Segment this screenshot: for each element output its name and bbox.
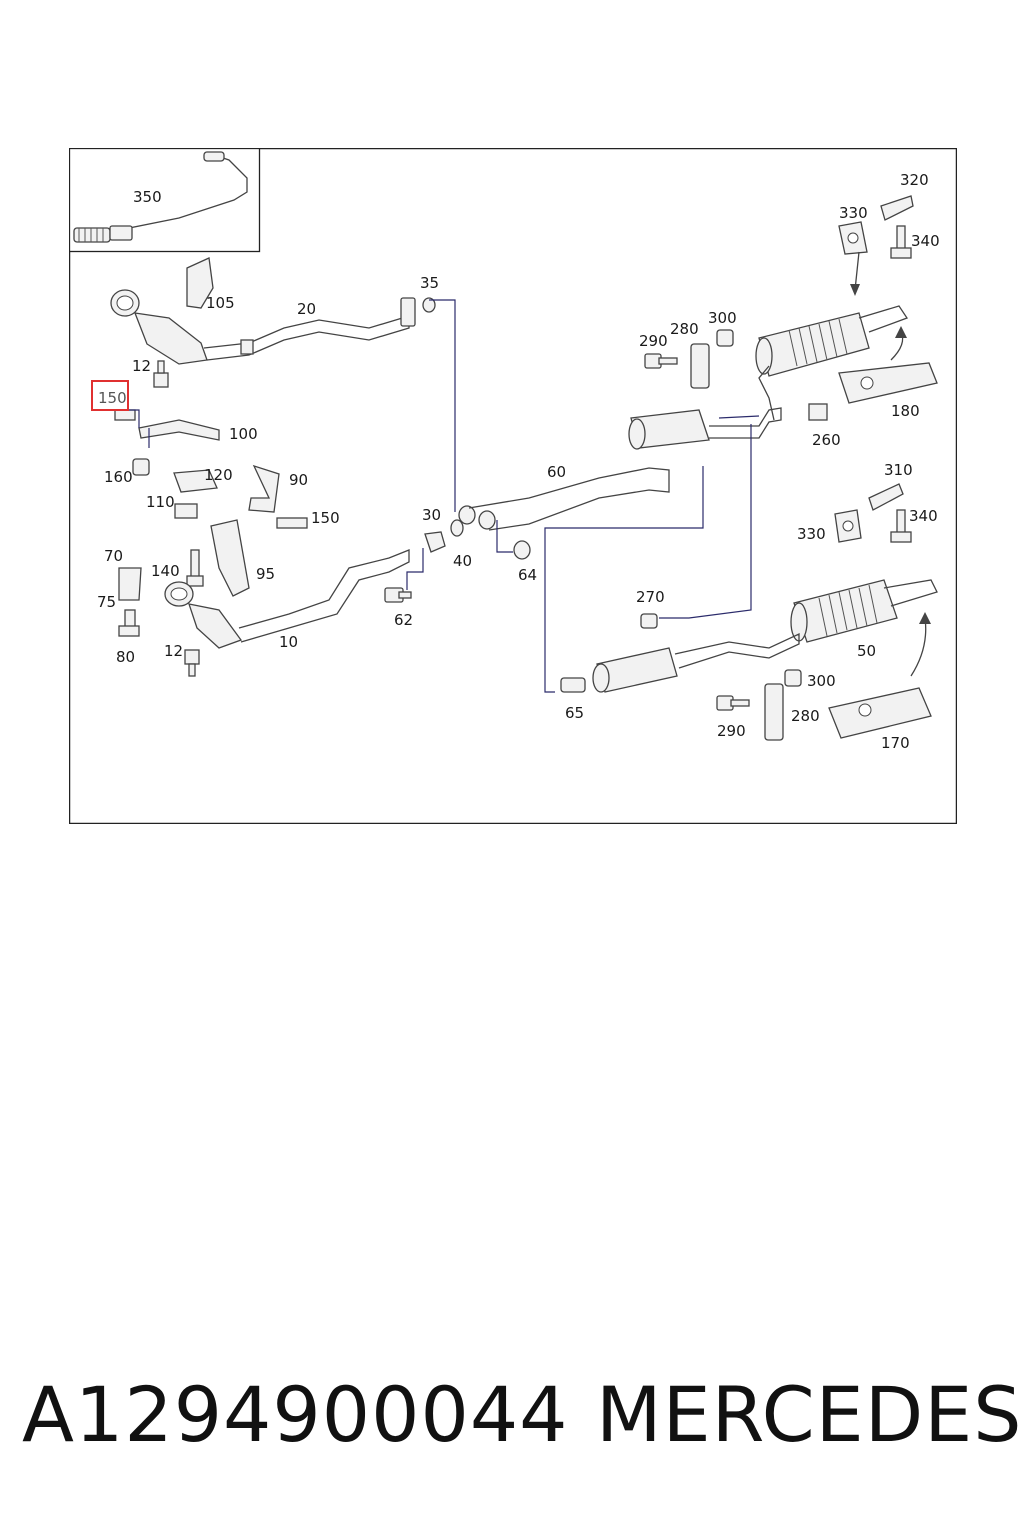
rear-muffler-lower: [790, 579, 938, 643]
callout-170: 170: [881, 734, 910, 752]
callout-70: 70: [104, 547, 123, 565]
bolt-290-lower: [716, 695, 750, 711]
oxygen-sensor-drawing: [73, 151, 248, 243]
nut-300-lower: [784, 669, 802, 687]
bolt-290-upper: [644, 353, 678, 369]
part-number-label: A1294900044: [22, 1370, 569, 1459]
nut-64: [513, 540, 531, 560]
caption: A1294900044 MERCEDES: [0, 1370, 1024, 1470]
callout-160: 160: [104, 468, 133, 486]
callout-30: 30: [422, 506, 441, 524]
callout-300-lower: 300: [807, 672, 836, 690]
nut-160: [132, 458, 150, 476]
callout-12-upper: 12: [132, 357, 151, 375]
bracket-95: [210, 519, 250, 597]
rear-pipe-lower: [592, 632, 800, 693]
callout-350: 350: [133, 188, 162, 206]
bolt-340-upper: [890, 225, 912, 259]
clip-260: [808, 403, 828, 421]
bolt-12-lower: [184, 649, 200, 677]
callout-300-upper: 300: [708, 309, 737, 327]
clip-150-lower: [276, 517, 308, 529]
gasket-30: [424, 531, 446, 553]
clamp-65: [560, 677, 586, 693]
callout-120: 120: [204, 466, 233, 484]
bolt-340-lower: [890, 509, 912, 543]
callout-40: 40: [453, 552, 472, 570]
callout-180: 180: [891, 402, 920, 420]
hanger-280-upper: [690, 343, 710, 389]
callout-290-lower: 290: [717, 722, 746, 740]
bracket-100: [138, 419, 220, 441]
middle-pipe-60: [458, 407, 782, 531]
bracket-90: [248, 464, 280, 513]
callout-80: 80: [116, 648, 135, 666]
assembly-arrows: [850, 251, 931, 677]
brand-label: MERCEDES: [596, 1370, 1023, 1459]
front-catalytic-converter-upper: [110, 257, 416, 365]
bolt-80: [118, 609, 140, 637]
callout-100: 100: [229, 425, 258, 443]
callout-35: 35: [420, 274, 439, 292]
bolt-140: [186, 549, 204, 587]
callout-75: 75: [97, 593, 116, 611]
callout-340-lower: 340: [909, 507, 938, 525]
hanger-330-upper: [838, 221, 868, 255]
highlight-box-150[interactable]: [91, 380, 129, 411]
callout-270: 270: [636, 588, 665, 606]
callout-90: 90: [289, 471, 308, 489]
tailpipe-trim-180: [838, 362, 938, 404]
bolt-62: [384, 587, 412, 603]
callout-20: 20: [297, 300, 316, 318]
callout-290-upper: 290: [639, 332, 668, 350]
clamp-70-75: [118, 567, 142, 601]
callout-260: 260: [812, 431, 841, 449]
ring-35: [422, 297, 436, 313]
exhaust-parts-diagram: 350 320 330 340 35 105 20 300 290 280 12…: [69, 148, 957, 824]
callout-310: 310: [884, 461, 913, 479]
nut-300-upper: [716, 329, 734, 347]
callout-330-upper: 330: [839, 204, 868, 222]
callout-320: 320: [900, 171, 929, 189]
callout-330-lower: 330: [797, 525, 826, 543]
callout-150-highlighted[interactable]: 150: [98, 389, 127, 407]
rear-muffler-upper: [755, 305, 908, 421]
callout-340-upper: 340: [911, 232, 940, 250]
callout-10: 10: [279, 633, 298, 651]
hanger-280-lower: [764, 683, 784, 741]
callout-60: 60: [547, 463, 566, 481]
front-catalytic-converter-lower: [164, 549, 410, 649]
diagram-border: [69, 148, 957, 824]
callout-95: 95: [256, 565, 275, 583]
callout-105: 105: [206, 294, 235, 312]
clamp-120: [173, 469, 218, 493]
callout-50: 50: [857, 642, 876, 660]
callout-110: 110: [146, 493, 175, 511]
tailpipe-trim-170: [828, 687, 932, 739]
bracket-310: [868, 483, 904, 511]
nut-270: [640, 613, 658, 629]
callout-64: 64: [518, 566, 537, 584]
bracket-320: [880, 195, 914, 221]
callout-65: 65: [565, 704, 584, 722]
bolt-12-upper: [153, 360, 169, 388]
callout-280-upper: 280: [670, 320, 699, 338]
clip-150-upper: [114, 409, 136, 421]
callout-62: 62: [394, 611, 413, 629]
callout-140: 140: [151, 562, 180, 580]
bracket-110: [174, 503, 198, 519]
callout-150: 150: [311, 509, 340, 527]
hanger-330-lower: [834, 509, 862, 543]
ring-40: [450, 519, 464, 537]
callout-12-lower: 12: [164, 642, 183, 660]
callout-280-lower: 280: [791, 707, 820, 725]
